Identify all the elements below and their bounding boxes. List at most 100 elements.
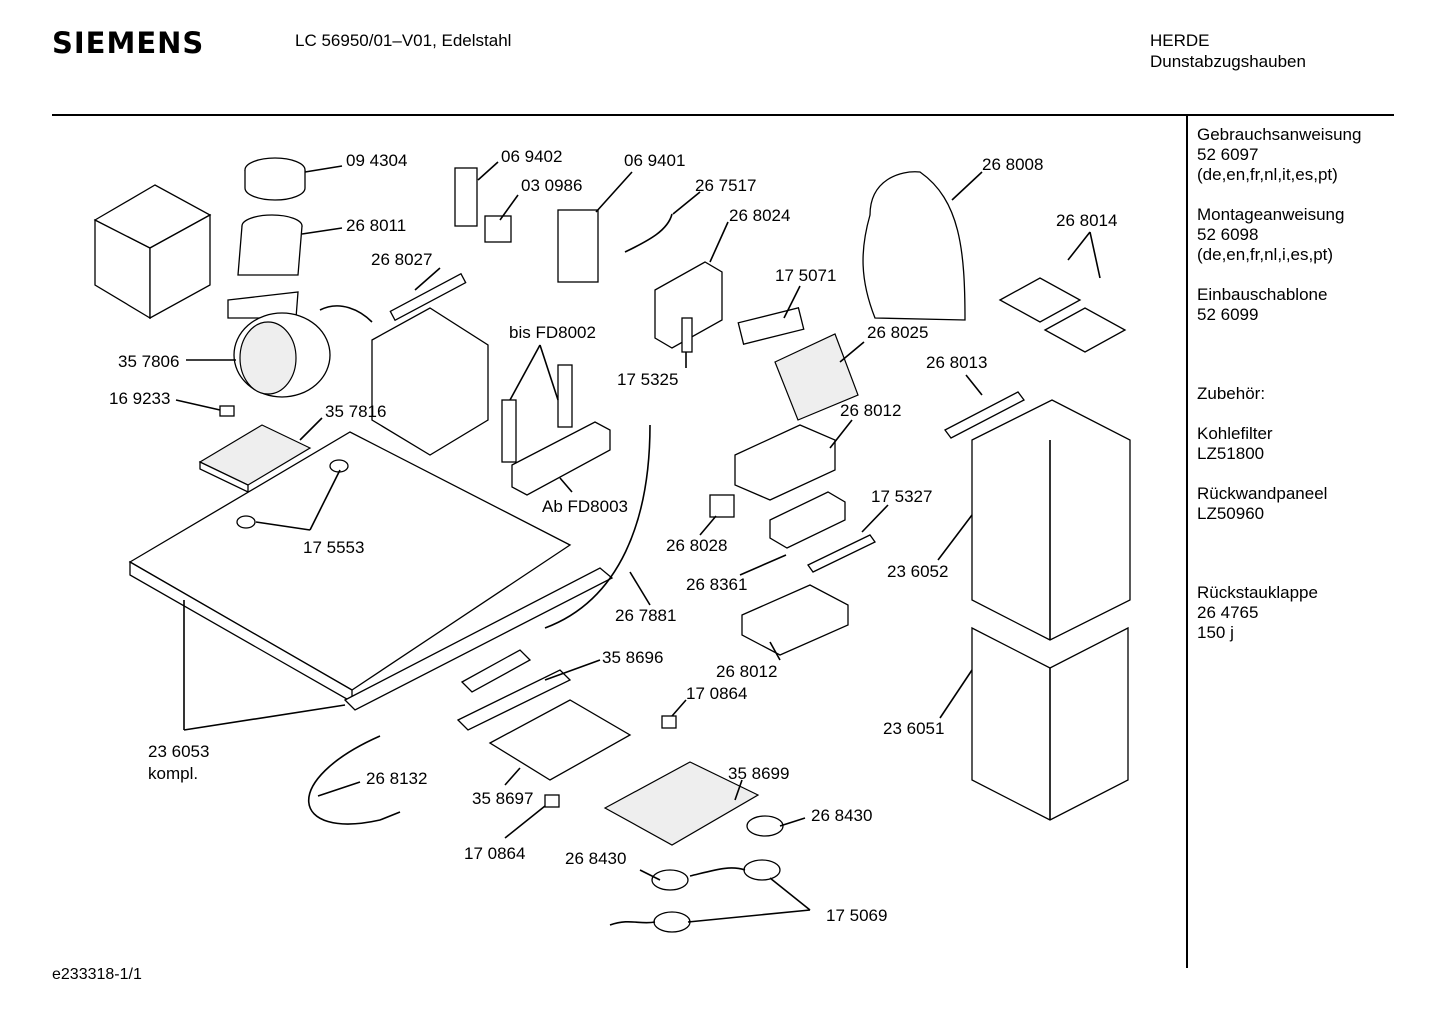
part-label: 35 7806: [118, 352, 180, 371]
transformer-17-5071: [737, 307, 805, 345]
part-label: 03 0986: [521, 176, 583, 195]
socket-06-9401: [557, 209, 599, 283]
part-label: 26 8012: [716, 662, 778, 681]
part-label: 26 8430: [565, 849, 627, 868]
part-label: 26 8012: [840, 401, 902, 420]
sidebar-item: 52 6098: [1197, 225, 1259, 244]
sidebar-item: 26 4765: [1197, 603, 1259, 622]
part-label: 17 0864: [464, 844, 526, 863]
chimney-upper-23-6052: [971, 399, 1131, 641]
part-label: 17 5325: [617, 370, 679, 389]
brand-logo: SIEMENS: [52, 26, 205, 60]
rail-35-8696: [456, 669, 572, 731]
lamp-17-5069-b: [653, 911, 691, 933]
part-label: 23 6053: [148, 742, 210, 761]
bracket-ab-fd8003: [511, 421, 611, 496]
part-label: 35 8697: [472, 789, 534, 808]
category-line-1: HERDE: [1150, 31, 1210, 50]
sidebar-item: 52 6097: [1197, 145, 1259, 164]
part-label: 23 6051: [883, 719, 945, 738]
carbon-filter-26-8025: [774, 333, 859, 421]
sidebar-item: 52 6099: [1197, 305, 1259, 324]
document-id: e233318-1/1: [52, 966, 142, 983]
profile-35-8696: [460, 649, 532, 693]
category-line-2: Dunstabzugshauben: [1150, 52, 1306, 71]
clip-17-0864-b: [544, 794, 560, 808]
mounting-frame-35-8697: [488, 699, 632, 781]
part-label: 16 9233: [109, 389, 171, 408]
motor-mounting-plate: [371, 307, 489, 456]
part-label: 26 8361: [686, 575, 748, 594]
terminal-03-0986: [484, 215, 512, 243]
sidebar-item: (de,en,fr,nl,it,es,pt): [1197, 165, 1338, 184]
part-label: 26 8028: [666, 536, 728, 555]
lamp-26-8430: [746, 815, 784, 837]
part-label: 09 4304: [346, 151, 408, 170]
duct-ring-body: [244, 170, 306, 201]
power-cord-26-7517: [624, 213, 673, 253]
part-label: 26 8011: [346, 216, 407, 235]
clip-16-9233: [219, 405, 235, 417]
accessory-bag-26-8008: [862, 171, 966, 321]
part-label: 26 8008: [982, 155, 1044, 174]
canopy-light-hole: [329, 459, 349, 473]
strip-26-8027: [389, 272, 467, 322]
lamp-17-5069: [743, 859, 781, 881]
sidebar-item: LZ50960: [1197, 504, 1265, 523]
part-label: bis FD8002: [509, 323, 596, 342]
part-label: 23 6052: [887, 562, 949, 581]
part-label: 26 8013: [926, 353, 988, 372]
header-divider: [52, 114, 1394, 116]
sidebar-item: Kohlefilter: [1197, 424, 1273, 443]
cover-26-8024: [654, 261, 723, 349]
leader-lines: [175, 161, 1101, 923]
lamp-wire: [689, 867, 746, 877]
part-label: 17 5071: [775, 266, 837, 285]
part-label: 06 9401: [624, 151, 686, 170]
part-label: 17 5327: [871, 487, 933, 506]
spacer-26-8014-b: [1043, 307, 1127, 353]
sidebar-item: Gebrauchsanweisung: [1197, 125, 1362, 144]
capacitor-17-5325: [681, 317, 693, 353]
cable-26-8132: [307, 735, 401, 825]
sidebar-item: 150 j: [1197, 623, 1234, 642]
part-label: Ab FD8003: [542, 497, 628, 516]
part-label: 17 0864: [686, 684, 748, 703]
part-label: 26 8014: [1056, 211, 1118, 230]
bracket-right: [557, 364, 573, 428]
part-label: 26 7517: [695, 176, 757, 195]
bracket-26-8013: [944, 391, 1025, 439]
spacer-26-8014: [998, 277, 1082, 323]
control-box-26-8012: [734, 424, 836, 501]
connector-26-8028: [709, 494, 735, 518]
part-label: 17 5069: [826, 906, 888, 925]
wall-bracket-front: [149, 213, 211, 320]
part-label: 26 8027: [371, 250, 433, 269]
part-label: kompl.: [148, 764, 199, 783]
part-label: 26 8132: [366, 769, 428, 788]
canopy-light-hole: [236, 515, 256, 529]
exploded-parts-diagram: [93, 157, 1131, 933]
model-title: LC 56950/01–V01, Edelstahl: [295, 31, 512, 50]
sidebar-item: Rückstauklappe: [1197, 583, 1318, 602]
outlet-body: [237, 225, 303, 276]
sidebar-item: LZ51800: [1197, 444, 1265, 463]
part-label: 35 7816: [325, 402, 387, 421]
lamp-wire: [609, 920, 656, 926]
part-label: 17 5553: [303, 538, 365, 557]
lamp-26-8430-b: [651, 869, 689, 891]
sidebar-item: Montageanweisung: [1197, 205, 1345, 224]
sidebar-item: Rückwandpaneel: [1197, 484, 1328, 503]
sidebar-divider: [1186, 116, 1188, 968]
control-panel-26-8361: [769, 491, 846, 549]
part-label: 26 8025: [867, 323, 929, 342]
part-label: 35 8699: [728, 764, 790, 783]
sidebar-item: Einbauschablone: [1197, 285, 1328, 304]
cable-26-7881: [544, 424, 651, 629]
part-label: 06 9402: [501, 147, 563, 166]
filter-frame-35-8699: [603, 761, 760, 846]
part-label: 26 8024: [729, 206, 791, 225]
blower-impeller: [239, 321, 297, 395]
button-strip-17-5327: [807, 534, 876, 573]
tube-rail: [343, 567, 614, 711]
